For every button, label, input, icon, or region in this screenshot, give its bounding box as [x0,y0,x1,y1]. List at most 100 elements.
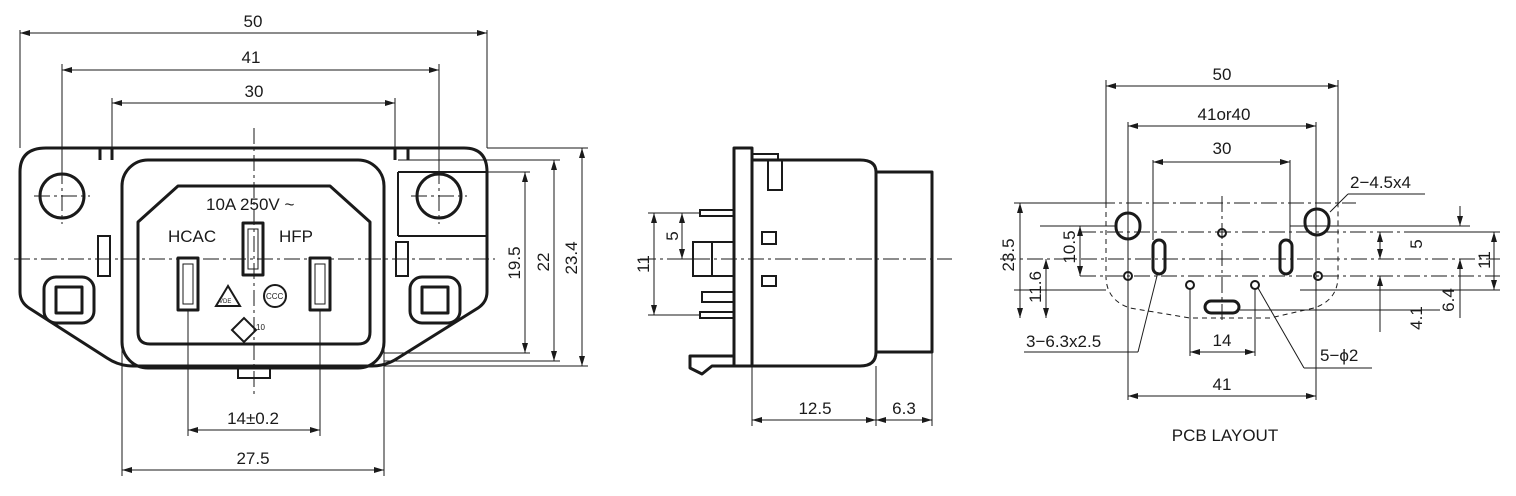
pcb-layout-title: PCB LAYOUT [1172,426,1278,445]
arrowhead [374,467,384,473]
side-front-cover [876,170,934,354]
pcb-hole [1217,228,1227,238]
rating-label: 10A 250V ~ [206,195,294,214]
pcb-pin-slot-left [1151,238,1167,276]
vde-mark-icon [214,284,242,307]
pcb-pin-slot-bottom [1203,299,1241,315]
arrowhead [1491,280,1497,290]
leader-line [1137,271,1159,353]
arrowhead [1043,308,1049,318]
ccc-mark-label: CCC [266,292,284,301]
arrowhead [1328,83,1338,89]
vde-mark-label: VDE [219,299,231,305]
arrowhead [1377,276,1383,286]
arrowhead [651,305,657,315]
pcb-hole [1250,280,1260,290]
dim-height-22: 22 [534,253,553,272]
arrowhead [1306,123,1316,129]
pin-earth [241,221,265,277]
pcb-dim-11: 11 [1475,251,1494,269]
right-rail [397,171,487,237]
pcb-pin-slot-right [1278,238,1294,276]
pcb-hole [1185,280,1195,290]
pin-earth-inner [247,228,259,270]
side-dim-12-5: 12.5 [798,399,831,418]
arrowhead [1377,232,1383,242]
side-dim-11: 11 [634,255,653,273]
bottom-tab [237,365,271,379]
pcb-dim-50: 50 [1213,65,1232,84]
socket-body-outer [120,158,386,370]
arrowhead [1153,159,1163,165]
arrowhead [551,160,557,170]
arrowhead [310,427,320,433]
arrowhead [112,100,122,106]
pcb-dim-10-5: 10.5 [1060,230,1079,263]
arrowhead [1491,232,1497,242]
arrowhead [1106,83,1116,89]
arrowhead [679,249,685,259]
arrowhead [477,30,487,36]
arrowhead [188,427,198,433]
dim-body-width: 30 [245,82,264,101]
arrowhead [1245,349,1255,355]
dim-pin-spacing: 14±0.2 [227,409,279,428]
arrowhead [385,100,395,106]
pcb-mount-slot-right [1303,207,1331,237]
socket-receptacle [136,184,372,346]
arrowhead [1043,259,1049,269]
side-clip-left [97,235,111,277]
arrowhead [1077,226,1083,236]
side-pin-line [701,291,735,303]
side-bottom-latch [688,354,734,376]
arrowhead [429,67,439,73]
square-boss-left [42,275,96,325]
pcb-dim-6-4: 6.4 [1439,288,1458,312]
side-clip-right [395,241,409,277]
dim-hole-spacing: 41 [242,48,261,67]
side-pin-neutral [699,311,735,319]
pin-right [308,256,332,312]
arrowhead [1017,203,1023,213]
arrowhead [1128,393,1138,399]
arrowhead [579,356,585,366]
top-latch-tab-right [393,148,410,160]
side-rear-tab [767,159,783,191]
square-boss-right [408,275,462,325]
enec-mark-icon [230,316,258,344]
leader-line [1329,193,1349,213]
leader-line [1257,287,1305,369]
dim-height-19-5: 19.5 [505,246,524,279]
square-boss-left-inner [54,285,84,315]
arrowhead [922,417,932,423]
arrowhead [679,213,685,223]
arrowhead [752,417,762,423]
side-flange-plate [732,146,754,368]
side-rear-tab [761,231,777,245]
pcb-layout: 50 41or40 30 2−4.5x4 23.5 [999,65,1500,445]
enec-mark-label: 10 [256,323,265,332]
pcb-hole [1123,271,1133,281]
arrowhead [1306,393,1316,399]
arrowhead [1190,349,1200,355]
arrowhead [1457,259,1463,269]
arrowhead [1077,266,1083,276]
ccc-mark-icon [263,284,287,308]
pcb-dim-14: 14 [1213,331,1232,350]
arrowhead [876,417,886,423]
brand-left-label: HCAC [168,227,216,246]
pcb-hole [1313,271,1323,281]
side-dim-5: 5 [663,231,682,240]
dim-width-total: 50 [244,12,263,31]
pcb-mount-slot-label: 2−4.5x4 [1350,173,1411,192]
pcb-dim-5: 5 [1407,239,1426,248]
arrowhead [1017,308,1023,318]
arrowhead [1128,123,1138,129]
pcb-dim-23-5: 23.5 [999,238,1018,271]
side-view: 11 5 12.5 6.3 [634,146,952,426]
arrowhead [522,172,528,182]
pcb-dim-4-1: 4.1 [1407,306,1426,330]
pcb-dim-41or40: 41or40 [1198,105,1251,124]
